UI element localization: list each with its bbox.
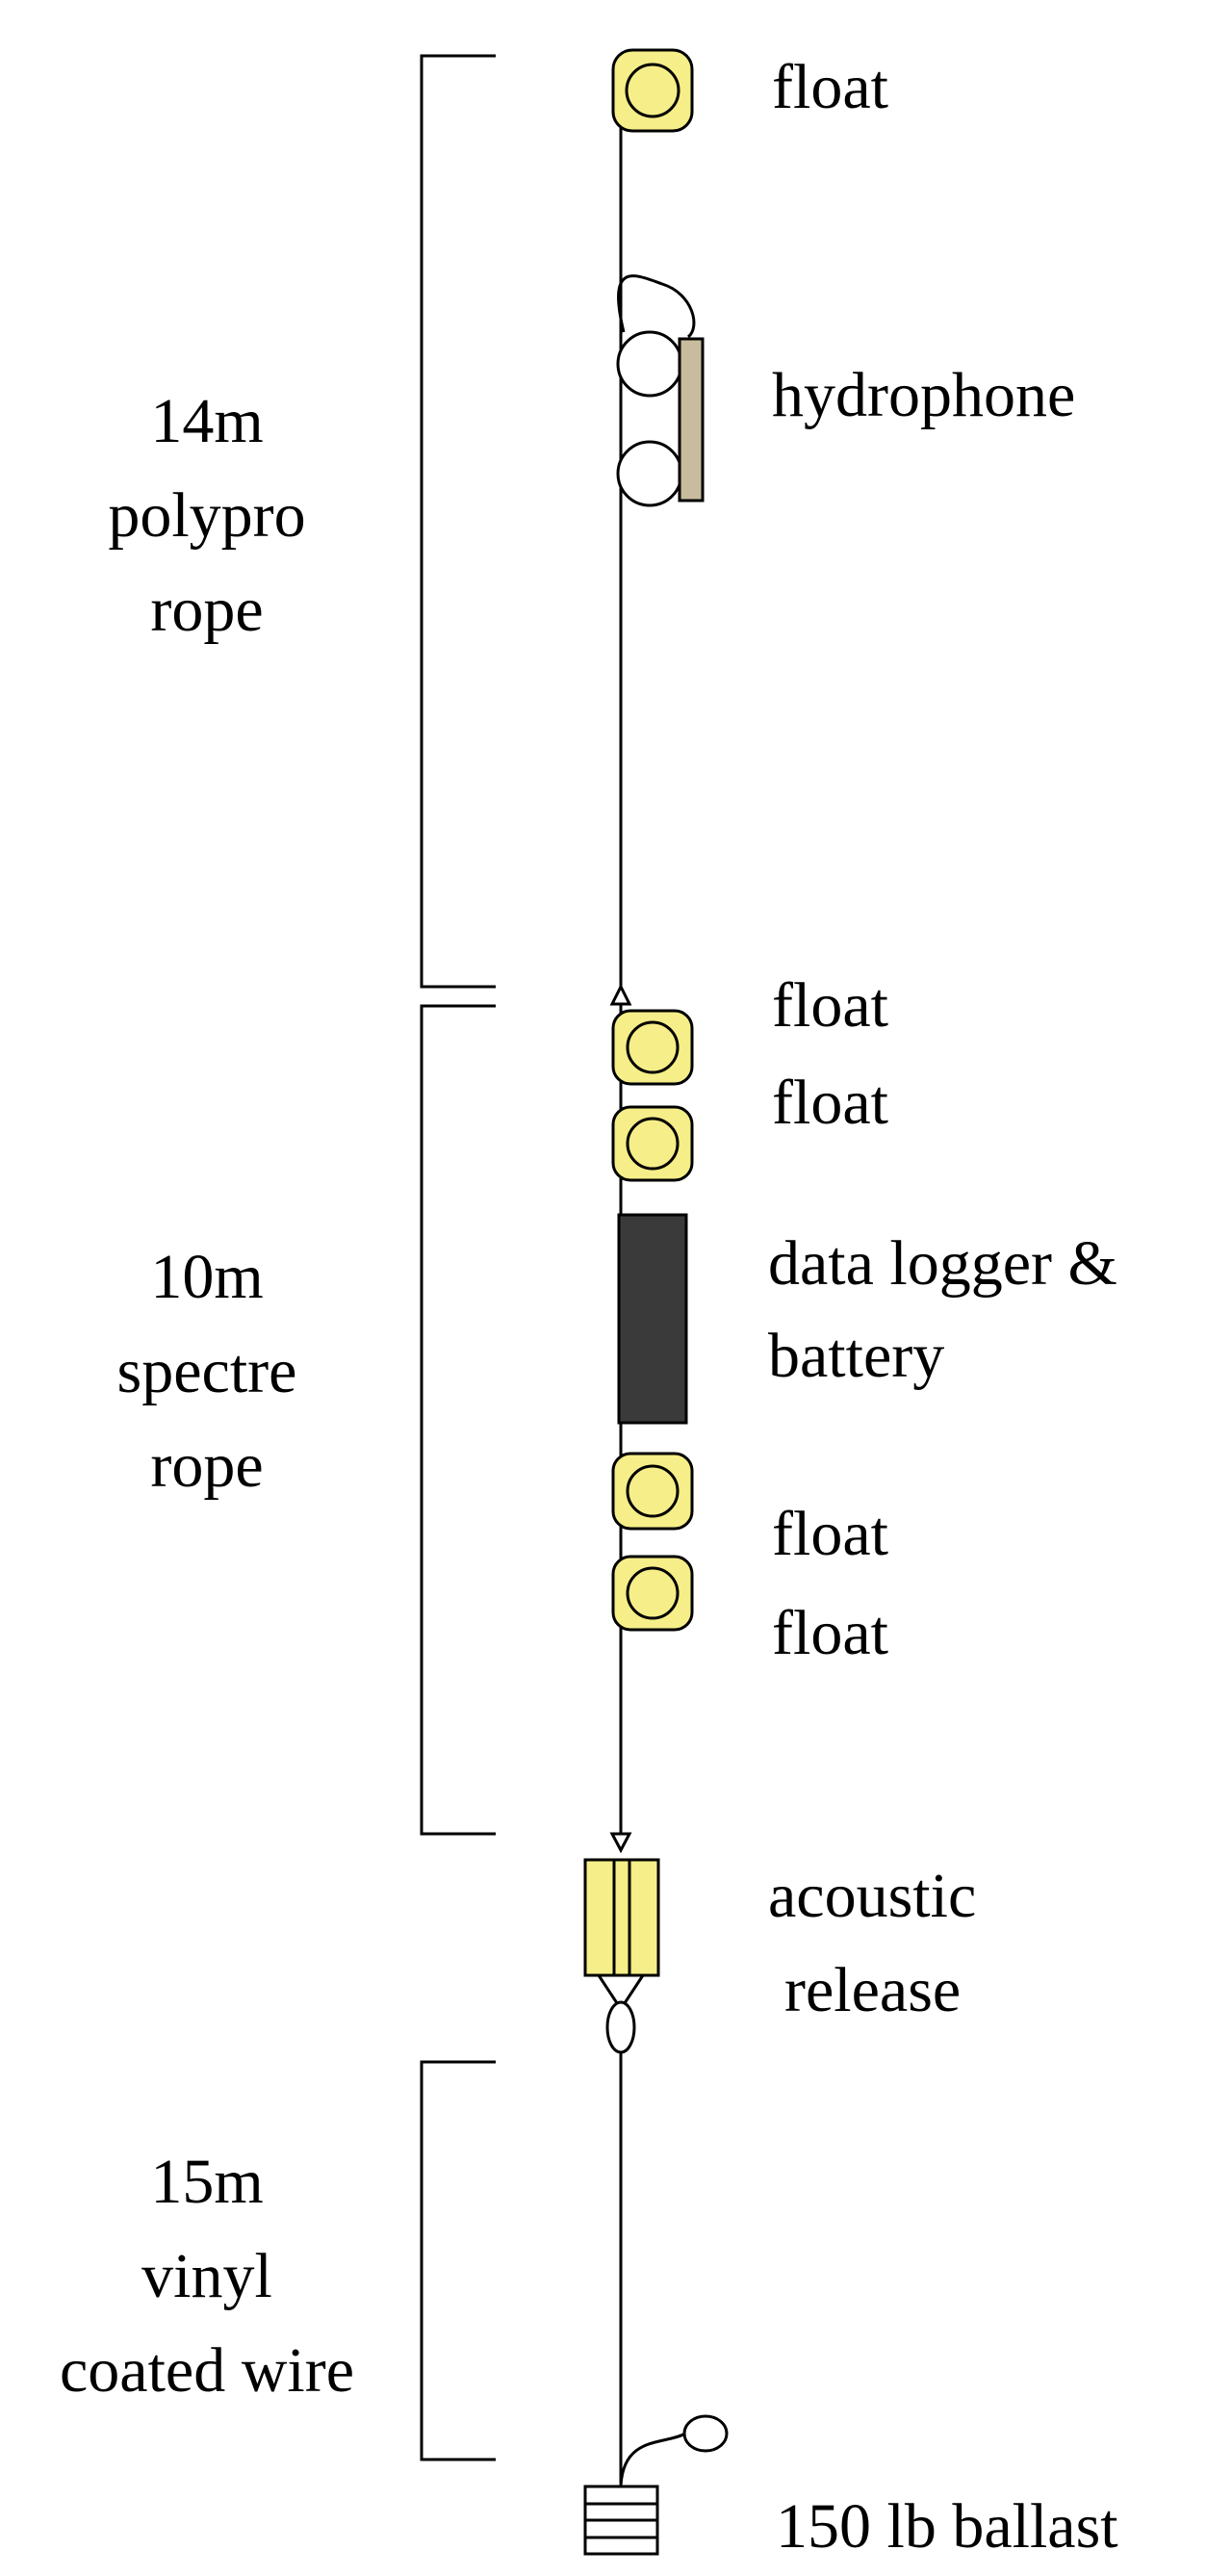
release-join-arrow [609,1832,632,1854]
float-5-label: float [772,1598,888,1668]
hydrophone-shape [616,274,705,507]
float-2-label: float [772,970,888,1041]
float-5-shape [611,1555,694,1632]
float-3-label: float [772,1068,888,1138]
bracket-spectre [420,1004,496,1836]
release-label-line1: acoustic [768,1861,977,1931]
float-3-shape [611,1105,694,1182]
logger-label-line1: data logger & [768,1228,1117,1299]
ballast-shape [583,2414,729,2556]
section-polypro-type: rope [150,575,264,645]
section-wire-length: 15m [150,2147,264,2217]
ballast-label: 150 lb ballast [776,2491,1118,2562]
bracket-wire [420,2060,496,2461]
release-label-line2: release [784,1955,962,2025]
rope-join-arrow [609,983,632,1006]
float-top-shape [611,48,694,133]
section-spectre-type: rope [150,1430,264,1501]
section-wire-type: coated wire [60,2335,354,2406]
section-polypro-length: 14m [150,386,264,456]
float-4-label: float [772,1499,888,1569]
hydrophone-label: hydrophone [772,360,1076,430]
data-logger-shape [617,1213,688,1425]
bracket-polypro [420,54,496,989]
float-2-shape [611,1009,694,1086]
float-4-shape [611,1452,694,1531]
logger-label-line2: battery [768,1321,945,1391]
acoustic-release-shape [583,1858,660,2054]
section-polypro-label: 14m polypro rope [19,374,395,657]
section-spectre-label: 10m spectre rope [19,1230,395,1513]
section-spectre-material: spectre [116,1336,297,1406]
section-spectre-length: 10m [150,1242,264,1312]
float-top-label: float [772,52,888,122]
section-polypro-material: polypro [108,480,306,551]
section-wire-material: vinyl [141,2241,272,2311]
section-wire-label: 15m vinyl coated wire [5,2135,409,2418]
